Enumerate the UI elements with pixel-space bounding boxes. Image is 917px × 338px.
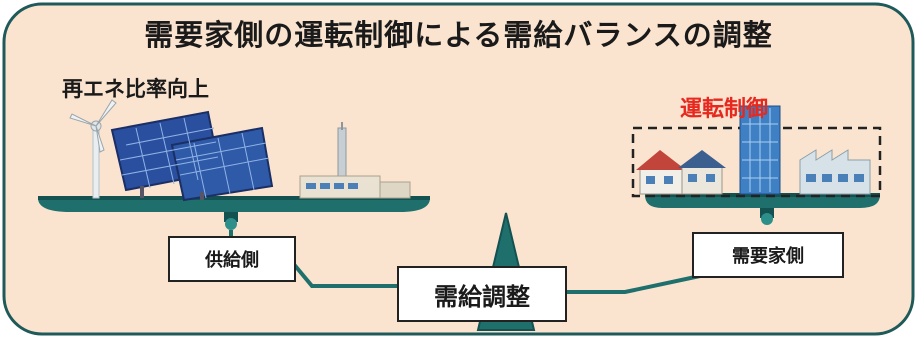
supply-platform <box>38 196 430 230</box>
factory-icon <box>799 149 871 195</box>
power-plant-icon <box>299 122 411 199</box>
office-building-icon <box>739 105 781 195</box>
wind-turbine-icon <box>69 99 117 199</box>
solar-panel-icon <box>110 110 274 202</box>
demand-platform <box>645 193 880 225</box>
diagram-title: 需要家側の運転制御による需給バランスの調整 <box>144 18 773 52</box>
houses-icon <box>636 150 726 195</box>
supply-side-label: 供給側 <box>168 236 296 282</box>
control-caption: 運転制御 <box>680 97 769 122</box>
balance-lines <box>229 230 701 294</box>
balance-adjustment-label: 需給調整 <box>397 266 567 322</box>
demand-side-label: 需要家側 <box>692 232 844 278</box>
renewable-caption: 再エネ比率向上 <box>62 77 209 101</box>
